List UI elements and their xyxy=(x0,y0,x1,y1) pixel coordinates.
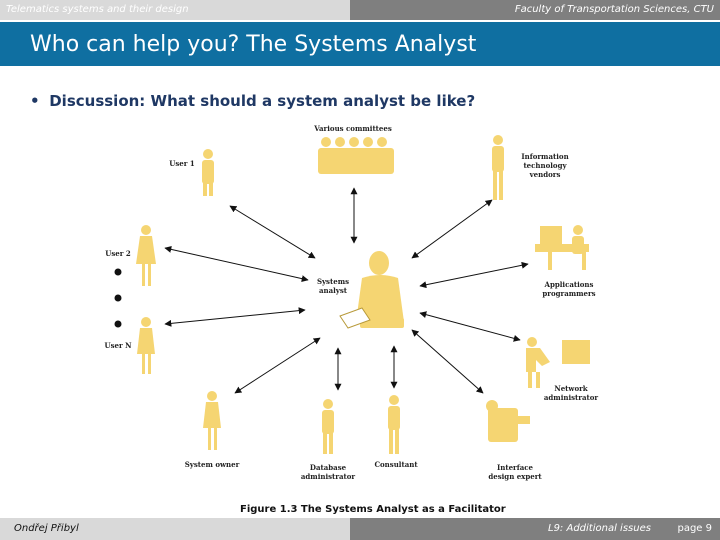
arrow-vendors xyxy=(411,199,493,259)
header-bar: Telematics systems and their design Facu… xyxy=(0,0,720,20)
footer-bar: Ondřej Přibyl L9: Additional issues page… xyxy=(0,518,720,540)
figure-drawing xyxy=(114,135,590,454)
dba-figure xyxy=(322,399,334,454)
footer-right: L9: Additional issues page 9 xyxy=(350,518,720,540)
user1-figure xyxy=(202,149,214,196)
arrow-programmers xyxy=(419,261,529,289)
label-usern: User N xyxy=(104,341,132,350)
header-course-title: Telematics systems and their design xyxy=(0,0,350,20)
arrow-usern xyxy=(164,307,306,327)
label-network: Network administrator xyxy=(543,384,599,402)
label-consultant: Consultant xyxy=(374,460,418,469)
footer-author: Ondřej Přibyl xyxy=(0,518,350,540)
slide-title: Who can help you? The Systems Analyst xyxy=(30,32,477,57)
label-committees: Various committees xyxy=(314,124,392,133)
bullet-icon: • xyxy=(30,92,40,110)
arrows xyxy=(164,187,529,394)
ellipsis-dots xyxy=(114,268,122,328)
arrow-network xyxy=(419,311,521,342)
label-programmers: Applications programmers xyxy=(542,280,596,298)
label-owner: System owner xyxy=(184,460,240,469)
arrow-user2 xyxy=(164,245,309,283)
label-user1: User 1 xyxy=(169,159,195,168)
vendor-figure xyxy=(492,135,504,200)
user2-figure xyxy=(136,225,156,286)
bullet-text: Discussion: What should a system analyst… xyxy=(49,92,476,110)
programmers-figure xyxy=(535,225,589,270)
facilitator-figure: Various committees User 1 Information te… xyxy=(100,118,640,518)
arrow-interface xyxy=(411,329,484,394)
interface-figure xyxy=(486,400,530,442)
arrow-user1 xyxy=(229,205,316,259)
owner-figure xyxy=(203,391,221,450)
analyst-figure xyxy=(339,251,404,329)
committees-figure xyxy=(318,137,394,174)
network-figure xyxy=(526,337,590,388)
label-dba: Database administrator xyxy=(300,463,356,481)
header-faculty: Faculty of Transportation Sciences, CTU xyxy=(350,0,720,20)
label-interface: Interface design expert xyxy=(488,463,542,481)
label-user2: User 2 xyxy=(105,249,131,258)
title-bar: Who can help you? The Systems Analyst xyxy=(0,22,720,66)
consultant-figure xyxy=(388,395,400,454)
arrow-owner xyxy=(234,337,321,394)
footer-lecture: L9: Additional issues xyxy=(548,523,651,534)
usern-figure xyxy=(137,317,155,374)
bullet-point: • Discussion: What should a system analy… xyxy=(30,92,475,110)
label-vendors: Information technology vendors xyxy=(521,152,569,179)
people-figures xyxy=(136,135,590,454)
label-systems-analyst: Systems analyst xyxy=(316,277,350,295)
figure-caption: Figure 1.3 The Systems Analyst as a Faci… xyxy=(240,504,506,515)
page-number: page 9 xyxy=(677,523,712,534)
